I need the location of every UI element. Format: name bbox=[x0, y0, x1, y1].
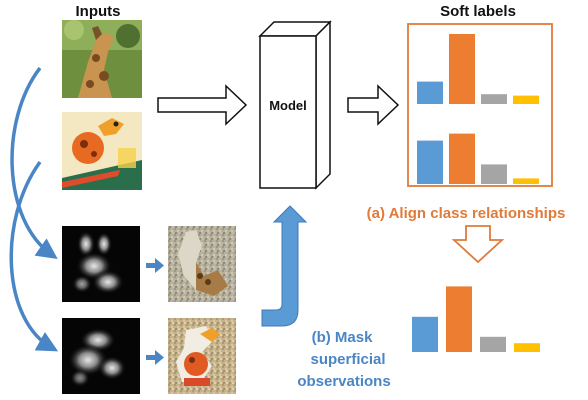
bar-c4 bbox=[514, 343, 540, 352]
soft-labels-frame bbox=[407, 23, 553, 187]
giraffe-painting bbox=[62, 112, 142, 190]
mask-apply-arrow-2 bbox=[146, 350, 164, 365]
curved-arrow-painting-to-saliency bbox=[9, 160, 59, 352]
curved-arrow-photo-to-saliency bbox=[10, 66, 58, 260]
left-curved-arrows bbox=[9, 66, 59, 352]
giraffe-painting-saliency bbox=[62, 318, 140, 394]
soft-label-chart-painting bbox=[417, 133, 539, 184]
aligned-soft-label-chart bbox=[412, 286, 540, 352]
bar-c4 bbox=[513, 178, 539, 184]
mask-annotation-line2: superficial bbox=[310, 351, 385, 368]
align-down-arrow bbox=[451, 225, 505, 264]
mask-annotation-line1: (b) Mask bbox=[312, 329, 374, 346]
bar-c3 bbox=[481, 94, 507, 104]
mask-to-model-arrow bbox=[261, 205, 308, 327]
mask-apply-arrow-1 bbox=[146, 258, 164, 273]
bar-c1 bbox=[417, 81, 443, 104]
soft-labels-heading: Soft labels bbox=[440, 3, 516, 20]
inputs-heading: Inputs bbox=[76, 3, 121, 20]
bar-c1 bbox=[412, 316, 438, 352]
giraffe-photo-saliency bbox=[62, 226, 140, 302]
giraffe-photo-masked bbox=[168, 226, 236, 302]
bar-c2 bbox=[446, 286, 472, 352]
model-box bbox=[258, 20, 332, 190]
align-annotation: (a) Align class relationships bbox=[367, 205, 566, 222]
model-label: Model bbox=[269, 98, 307, 113]
bar-c1 bbox=[417, 140, 443, 184]
soft-label-chart-photo bbox=[417, 34, 539, 104]
bar-c3 bbox=[480, 336, 506, 352]
bar-c2 bbox=[449, 34, 475, 104]
bar-c3 bbox=[481, 164, 507, 184]
bar-c4 bbox=[513, 95, 539, 104]
mask-annotation-line3: observations bbox=[297, 373, 390, 390]
input-to-model-arrow bbox=[157, 84, 248, 126]
giraffe-painting-masked bbox=[168, 318, 236, 394]
bar-c2 bbox=[449, 133, 475, 184]
model-to-labels-arrow bbox=[347, 84, 400, 126]
giraffe-photo bbox=[62, 20, 142, 98]
